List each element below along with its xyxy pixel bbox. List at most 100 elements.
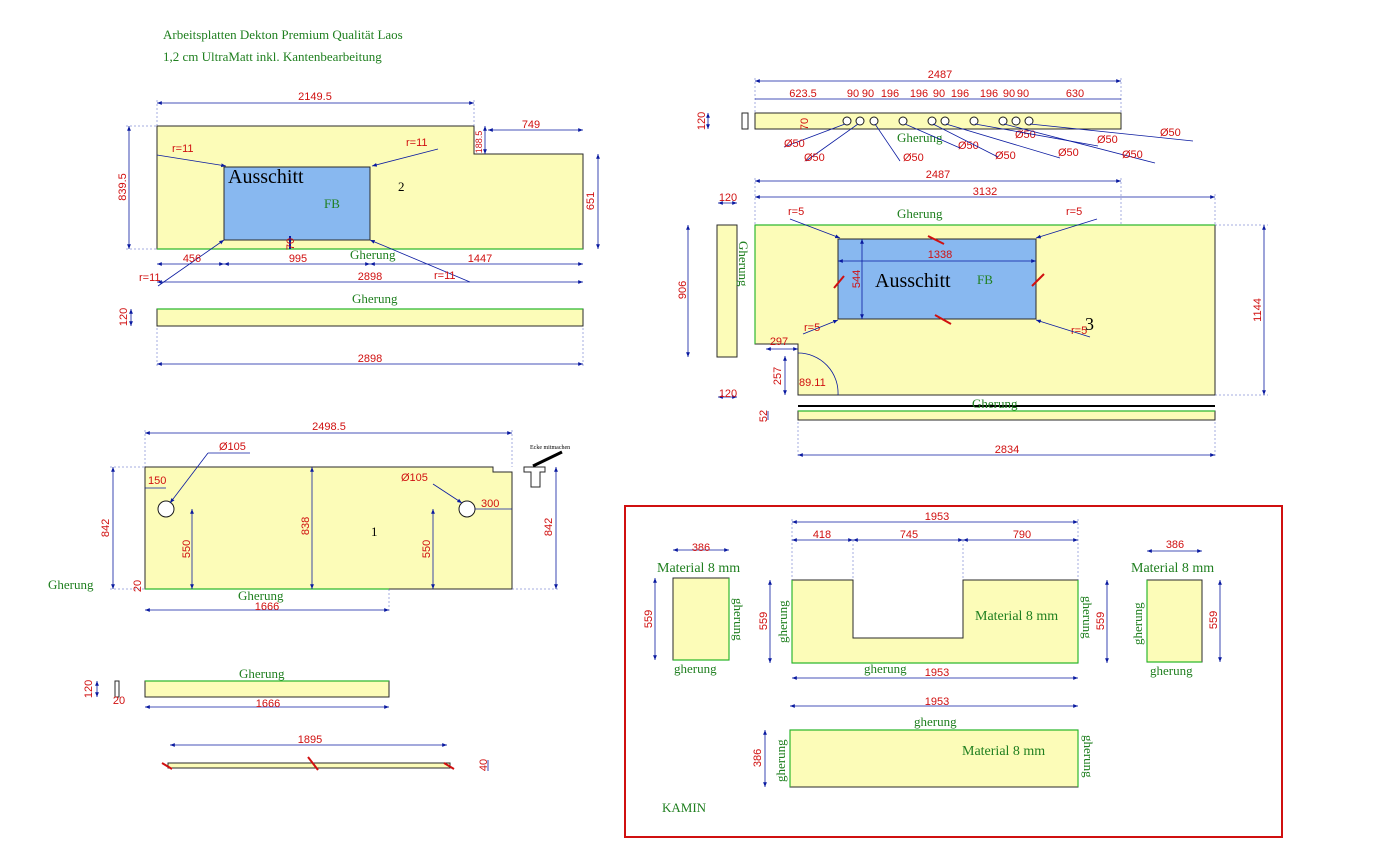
rod: 1895 40 <box>161 734 490 771</box>
hole-4: Ø50 <box>958 140 979 152</box>
gherung-label: gherung <box>1080 596 1095 639</box>
r5-bl: r=5 <box>804 322 820 334</box>
strip-shape <box>156 308 584 327</box>
seg-3: 90 <box>862 88 874 100</box>
material-label: Material 8 mm <box>657 561 740 576</box>
panel-2-cutout <box>223 166 371 241</box>
dim-1666-strip: 1666 <box>256 698 280 710</box>
dim-418: 418 <box>813 529 831 541</box>
dim-188-5: 188.5 <box>474 131 484 154</box>
kamin-left-piece <box>672 577 730 661</box>
dim-2149-5: 2149.5 <box>298 91 332 103</box>
dim-839-5: 839.5 <box>117 173 129 201</box>
dim-749: 749 <box>522 119 540 131</box>
dim-559-c2: 559 <box>1095 612 1107 630</box>
dim-745: 745 <box>900 529 918 541</box>
gherung-label: gherung <box>674 661 717 676</box>
dim-2898: 2898 <box>358 271 382 283</box>
gherung-label: Gherung <box>352 291 398 306</box>
hole-2: Ø105 <box>401 472 428 484</box>
hole-2: Ø50 <box>804 152 825 164</box>
rod-shape <box>167 762 451 769</box>
dim-550-2: 550 <box>421 540 433 558</box>
gherung-label: gherung <box>1150 663 1193 678</box>
dim-1338: 1338 <box>928 249 952 261</box>
dim-1953-b: 1953 <box>925 696 949 708</box>
gherung-label: Gherung <box>897 130 943 145</box>
dim-1953-bottom: 1953 <box>925 667 949 679</box>
header-line-1: Arbeitsplatten Dekton Premium Qualität L… <box>163 27 403 42</box>
hole-5: Ø50 <box>995 150 1016 162</box>
r5-tr: r=5 <box>1066 206 1082 218</box>
dim-297: 297 <box>770 336 788 348</box>
kamin-section: KAMIN 386 Material 8 mm 559 gherung gher… <box>624 505 1283 838</box>
panel-1-number: 1 <box>371 524 378 539</box>
material-label: Material 8 mm <box>975 609 1058 624</box>
gherung-label: gherung <box>1081 735 1096 778</box>
dim-257: 257 <box>772 367 784 385</box>
dim-52: 52 <box>758 410 770 422</box>
panel-1-strip: Gherung 120 20 1666 <box>83 666 390 710</box>
seg-6: 90 <box>933 88 945 100</box>
dim-550-1: 550 <box>181 540 193 558</box>
hole-1: Ø50 <box>784 138 805 150</box>
kamin-label: KAMIN <box>662 800 707 815</box>
dim-2487: 2487 <box>926 169 950 181</box>
dim-456: 456 <box>183 253 201 265</box>
dim-1447: 1447 <box>468 253 492 265</box>
panel-3-top-strip: 2487 623.5 90 90 196 196 90 196 196 90 9… <box>696 69 1194 164</box>
dim-20: 20 <box>132 580 144 592</box>
dim-386-b: 386 <box>752 749 764 767</box>
seg-8: 196 <box>980 88 998 100</box>
cutout-label: Ausschitt <box>875 270 951 292</box>
dim-120: 120 <box>83 680 95 698</box>
gherung-label: Gherung <box>238 588 284 603</box>
material-label: Material 8 mm <box>962 744 1045 759</box>
dim-120: 120 <box>118 308 130 326</box>
dim-386-r: 386 <box>1166 539 1184 551</box>
r-bottom-left: r=11 <box>139 272 161 284</box>
offset-300: 300 <box>481 498 499 510</box>
hole-6: Ø50 <box>1015 129 1036 141</box>
gherung-label: gherung <box>1130 602 1145 645</box>
dim-559-l: 559 <box>643 610 655 628</box>
panel-3: Ausschitt FB 3 89.11 2487 3132 Gherung r… <box>677 169 1268 400</box>
panel-2-number: 2 <box>398 179 405 194</box>
fb-label: FB <box>977 272 993 287</box>
dim-40: 40 <box>478 759 490 771</box>
gherung-label: gherung <box>864 661 907 676</box>
strip-shape <box>144 680 390 698</box>
gherung-label: gherung <box>775 600 790 643</box>
dim-2898-strip: 2898 <box>358 353 382 365</box>
dim-20: 20 <box>113 695 125 707</box>
panel-1-shape <box>144 466 513 590</box>
dim-386-l: 386 <box>692 542 710 554</box>
dim-2834: 2834 <box>995 444 1019 456</box>
dim-906: 906 <box>677 281 689 299</box>
offset-150: 150 <box>148 475 166 487</box>
dim-3132: 3132 <box>973 186 997 198</box>
dim-1895: 1895 <box>298 734 322 746</box>
hole-9: Ø50 <box>1122 149 1143 161</box>
dim-790: 790 <box>1013 529 1031 541</box>
hole-10: Ø50 <box>1160 127 1181 139</box>
gherung-label: Gherung <box>736 241 751 287</box>
material-label: Material 8 mm <box>1131 561 1214 576</box>
hole-3: Ø50 <box>903 152 924 164</box>
fb-label: FB <box>324 196 340 211</box>
seg-2: 90 <box>847 88 859 100</box>
dim-120-l-bot: 120 <box>719 388 737 400</box>
panel-3-cutout <box>837 238 1037 320</box>
gherung-label: gherung <box>731 598 746 641</box>
gherung-label: gherung <box>773 739 788 782</box>
dim-995: 995 <box>289 253 307 265</box>
panel-3-strip: Gherung 52 2834 <box>758 396 1216 458</box>
gherung-label: Gherung <box>48 577 94 592</box>
r-top-left: r=11 <box>172 143 194 155</box>
dim-1144: 1144 <box>1252 298 1264 322</box>
gherung-label: Gherung <box>350 247 396 262</box>
r5-tl: r=5 <box>788 206 804 218</box>
dim-559-r: 559 <box>1208 611 1220 629</box>
dim-120-l-top: 120 <box>719 192 737 204</box>
